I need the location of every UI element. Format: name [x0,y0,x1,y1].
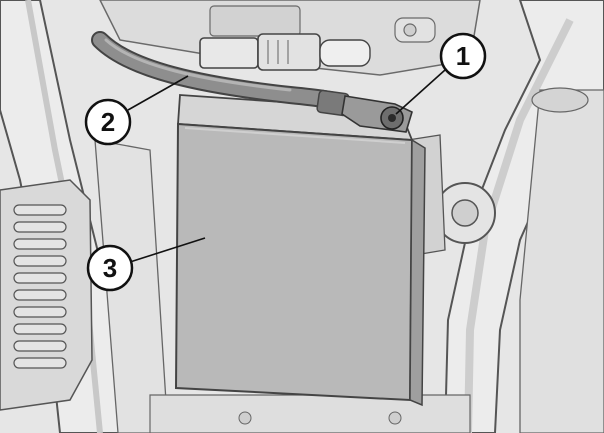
cable-highlight [104,38,292,92]
cable [91,31,354,117]
screw-terminal [341,95,413,133]
callout-3-number: 3 [103,253,117,283]
lower-bolt-left [238,411,252,425]
connector-housing-left [199,37,259,69]
control-unit-front-face [174,122,414,402]
terminal-screw-center [388,114,396,122]
callout-2: 2 [84,98,132,146]
upper-block [209,5,301,37]
cylinder-top [531,87,589,113]
callout-3-leader [129,237,206,263]
connector-housing-right [257,33,321,71]
cooling-fins [13,204,67,369]
upper-bolt [403,23,417,37]
connector-sheath [319,39,371,67]
callout-3: 3 [86,244,134,292]
callout-2-circle [84,98,132,146]
frame-pivot-bolt [451,199,479,227]
callout-3-circle [86,244,134,292]
callout-2-leader [127,75,189,111]
callout-1-circle [439,32,487,80]
control-unit [174,94,426,407]
callout-1-number: 1 [456,41,470,71]
callout-2-number: 2 [101,107,115,137]
control-unit-side-face [409,138,426,407]
lower-bolt-right [388,411,402,425]
left-strut [94,139,169,433]
callout-1-leader [395,69,446,115]
control-unit-edge-highlight [184,127,406,144]
cable-connector [199,33,371,71]
right-cylinder [519,89,604,433]
callout-1: 1 [439,32,487,80]
